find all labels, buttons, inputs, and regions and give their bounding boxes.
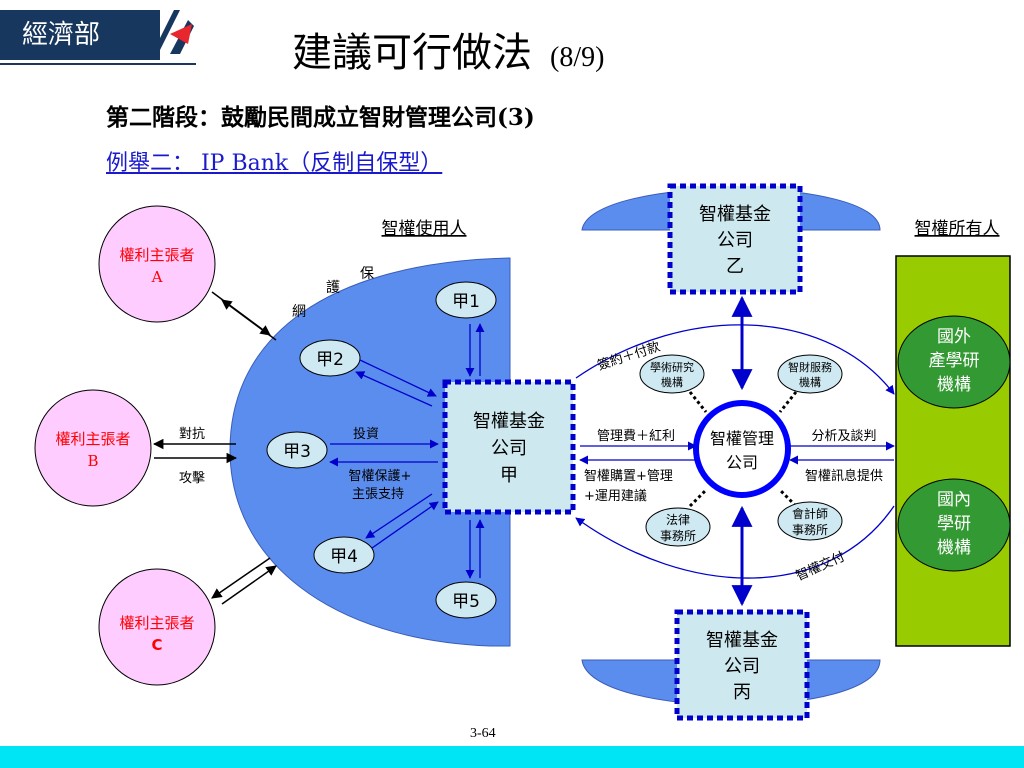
partner-ip-service-line2: 機構 [799,375,821,389]
fund-jia-line3: 甲 [500,465,518,486]
flow-invest: 投資 [353,426,379,442]
curved-flows [575,324,895,579]
member-jia5: 甲5 [435,581,497,619]
example-heading: 例舉二： IP Bank（反制自保型） [106,151,443,176]
fund-jia-line2: 公司 [491,438,527,459]
partner-academic: 學術研究 機構 [639,354,705,394]
member-jia3-label: 甲3 [283,442,311,462]
flow-mgmt-fee: 管理費＋紅利 [597,429,675,444]
fund-yi-line1: 智權基金 [699,204,771,225]
partner-accounting-line2: 事務所 [792,523,828,537]
fund-bing-line1: 智權基金 [706,630,778,651]
page-indicator: (8/9) [550,42,605,73]
page-number: 3-64 [470,726,496,741]
owner-domestic-line1: 國內 [937,490,971,510]
ip-owners-label: 智權所有人 [915,219,1000,239]
flow-protect-line1: 智權保護+ [349,468,412,484]
claimant-c-label: 權利主張者 [119,614,194,632]
claimant-c: 權利主張者 C [98,568,216,686]
member-jia4: 甲4 [313,536,375,574]
claimant-arrows [152,291,277,605]
flow-deliver: 智權交付 [793,548,847,584]
owner-domestic: 國內 學研 機構 [897,478,1011,572]
partner-ip-service: 智財服務 機構 [777,354,843,394]
partner-dotted-links [688,391,798,508]
partner-ip-service-line1: 智財服務 [788,360,832,374]
logo-icon [152,10,194,54]
partner-accounting: 會計師 事務所 [777,501,843,541]
flow-analysis: 分析及談判 [811,428,876,444]
member-arrows [329,323,485,579]
flow-attack: 攻擊 [179,470,205,486]
fund-yi: 智權基金 公司 乙 [667,183,803,295]
owners-panel [895,255,1011,647]
owner-foreign-line3: 機構 [937,375,971,395]
partner-law-firm-line2: 事務所 [660,529,696,543]
owner-foreign-line1: 國外 [937,327,971,347]
claimant-b-letter: B [87,452,98,470]
flow-info: 智權訊息提供 [805,468,883,484]
owner-foreign: 國外 產學研 機構 [897,315,1011,409]
logo-text: 經濟部 [0,10,160,60]
flow-purchase-line2: +運用建議 [584,489,647,504]
claimant-a: 權利主張者 A [98,205,216,323]
fund-jia-line1: 智權基金 [473,411,545,432]
mgmt-line2: 公司 [726,453,758,472]
fund-bing: 智權基金 公司 丙 [674,609,810,721]
claimant-a-letter: A [151,268,163,286]
member-jia1: 甲1 [435,281,497,319]
mgmt-company: 智權管理 公司 [693,400,791,498]
member-jia2: 甲2 [299,339,361,377]
flow-confront: 對抗 [179,427,205,442]
net-char-2: 護 [326,280,340,296]
mgmt-line1: 智權管理 [710,429,774,448]
footer-bar [0,746,1024,768]
member-jia1-label: 甲1 [452,292,480,312]
partner-accounting-line1: 會計師 [792,506,828,521]
mgmt-flows [579,441,895,465]
fund-yi-line3: 乙 [726,256,744,277]
fund-bing-line3: 丙 [733,682,751,703]
partner-law-firm: 法律 事務所 [645,507,711,547]
net-char-3: 網 [292,304,306,320]
subtitle: 第二階段：鼓勵民間成立智財管理公司(3) [106,104,535,131]
fund-yi-line2: 公司 [717,230,753,251]
member-jia2-label: 甲2 [316,350,344,370]
partner-law-firm-line1: 法律 [666,513,690,527]
claimant-b: 權利主張者 B [34,389,152,507]
fund-bing-line2: 公司 [724,656,760,677]
page-title: 建議可行做法 (8/9) [292,20,604,78]
owner-domestic-line3: 機構 [937,538,971,558]
title-text: 建議可行做法 [292,30,532,76]
partner-academic-line2: 機構 [661,375,683,389]
member-jia4-label: 甲4 [330,547,358,567]
owner-foreign-line2: 產學研 [929,351,980,371]
member-jia3: 甲3 [266,431,328,469]
flow-purchase-line1: 智權購置+管理 [584,469,673,484]
claimant-a-label: 權利主張者 [119,246,194,264]
partner-academic-line1: 學術研究 [650,360,694,374]
header-rule [0,63,196,65]
flow-protect-line2: 主張支持 [352,487,404,502]
member-jia5-label: 甲5 [452,592,480,612]
net-char-1: 保 [360,266,374,282]
claimant-b-label: 權利主張者 [55,430,130,448]
ip-users-label: 智權使用人 [382,218,467,239]
claimant-c-letter: C [151,636,162,654]
owner-domestic-line2: 學研 [937,514,971,534]
fund-jia: 智權基金 公司 甲 [442,379,576,515]
